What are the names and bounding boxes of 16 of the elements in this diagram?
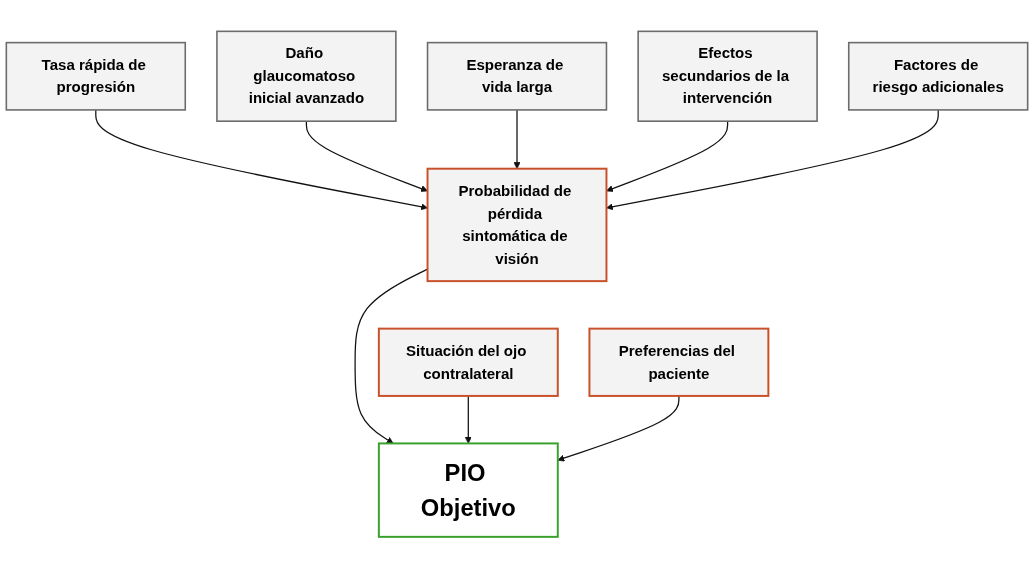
node-box: Preferencias del paciente xyxy=(588,328,770,398)
arrow xyxy=(606,109,939,211)
node-box: Situación del ojo contralateral xyxy=(377,328,559,398)
node-box: Efectos secundarios de la intervención xyxy=(637,30,818,123)
arrow xyxy=(606,120,729,193)
arrow xyxy=(557,395,680,462)
node-box: Tasa rápida de progresión xyxy=(5,42,187,112)
arrow xyxy=(464,395,472,445)
node-box: Probabilidad de pérdida sintomática de visión xyxy=(426,168,608,283)
arrow xyxy=(305,120,428,193)
node-box: PIO Objetivo xyxy=(377,442,559,539)
node-box: Esperanza de vida larga xyxy=(426,42,608,112)
node-box: Daño glaucomatoso inicial avanzado xyxy=(216,30,397,123)
arrow xyxy=(513,109,521,170)
node-box: Factores de riesgo adicionales xyxy=(847,42,1029,112)
arrow xyxy=(95,109,428,211)
